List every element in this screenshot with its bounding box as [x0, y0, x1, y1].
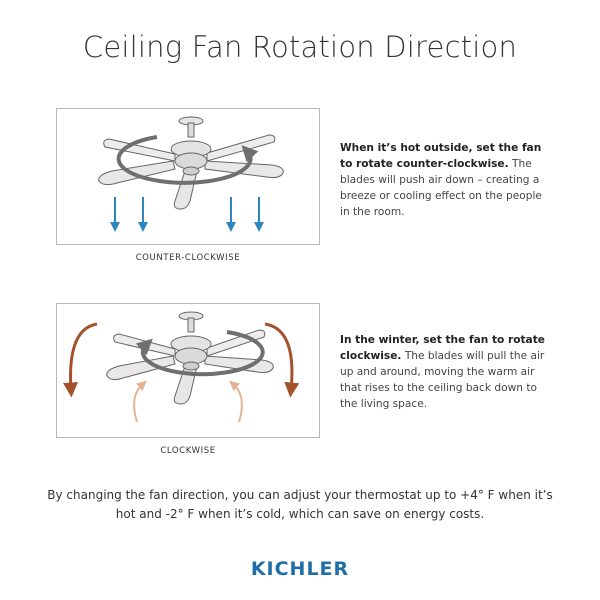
page-title: Ceiling Fan Rotation Direction [82, 30, 518, 64]
summer-lead: When it’s hot outside, set the fan to ro… [340, 142, 542, 170]
counter-clockwise-diagram [56, 108, 320, 245]
airflow-down-arrows [110, 197, 264, 232]
clockwise-caption: CLOCKWISE [160, 446, 216, 456]
footer-note: By changing the fan direction, you can a… [47, 488, 553, 521]
rotation-arrow-icon [116, 135, 259, 185]
winter-description: In the winter, set the fan to rotate clo… [340, 332, 550, 412]
ceiling-fan-icon [106, 311, 274, 405]
clockwise-diagram [56, 303, 320, 438]
rotation-arrow-icon [135, 330, 265, 377]
summer-description: When it’s hot outside, set the fan to ro… [340, 140, 550, 220]
winter-lead: In the winter, set the fan to rotate clo… [340, 334, 545, 362]
ceiling-fan-icon [98, 116, 284, 210]
winter-body: The blades will pull the air up and arou… [340, 350, 545, 410]
counter-clockwise-caption: COUNTER-CLOCKWISE [135, 253, 241, 263]
kichler-logo: KICHLER [250, 558, 350, 580]
summer-body: The blades will push air down – creating… [340, 158, 542, 218]
airflow-circulation-arrows [63, 322, 300, 423]
